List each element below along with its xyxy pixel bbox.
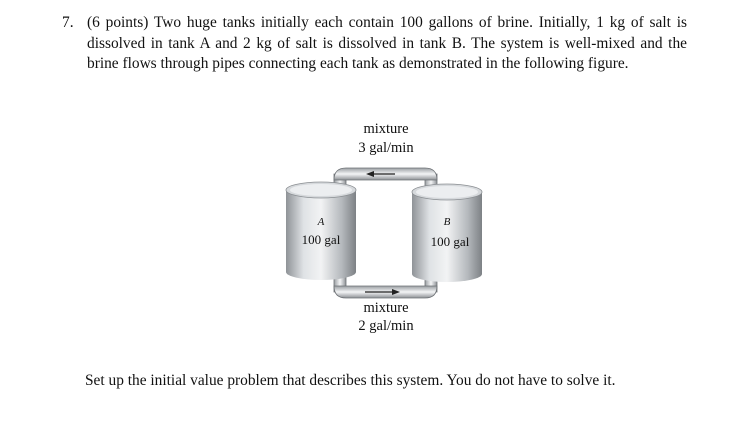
tank-a-volume: 100 gal	[301, 232, 341, 247]
tank-b	[411, 183, 483, 282]
problem-statement: 7. (6 points) Two huge tanks initially e…	[62, 13, 687, 75]
tank-b-volume: 100 gal	[430, 234, 470, 249]
top-flow-arrow-icon	[366, 171, 395, 177]
bottom-flow-rate: 2 gal/min	[358, 318, 414, 334]
problem-text: (6 points) Two huge tanks initially each…	[87, 14, 687, 72]
top-flow-label: mixture	[363, 121, 409, 137]
tank-a	[285, 181, 357, 280]
instruction-text: Set up the initial value problem that de…	[85, 372, 616, 389]
top-flow-rate: 3 gal/min	[358, 140, 414, 156]
bottom-flow-label: mixture	[363, 300, 409, 316]
tank-a-letter: A	[317, 216, 325, 228]
tank-diagram	[285, 167, 483, 299]
bottom-flow-arrow-icon	[365, 289, 400, 295]
problem-number: 7.	[62, 14, 74, 31]
tank-system-figure: mixture 3 gal/min A 100 gal B 100 gal mi…	[270, 118, 510, 340]
tank-b-letter: B	[443, 216, 451, 228]
